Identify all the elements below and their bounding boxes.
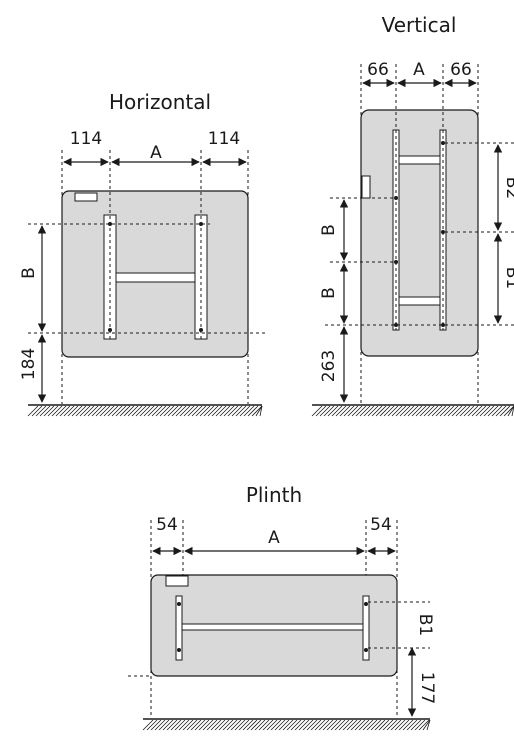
vertical-crossbar-bottom <box>398 296 441 306</box>
horizontal-dim-right: 114 <box>208 129 240 149</box>
horizontal-dim-b: B <box>19 267 39 279</box>
horizontal-title: Horizontal <box>109 90 211 114</box>
plinth-hole <box>177 602 181 606</box>
plinth-thermostat-box <box>165 575 189 587</box>
plinth-diagram: Plinth 54 A 54 B1 177 <box>128 483 437 731</box>
plinth-dim-b1: B1 <box>415 614 435 636</box>
vertical-dim-b-lower: B <box>319 287 339 299</box>
vertical-thermostat-box <box>361 175 371 199</box>
plinth-dim-floor: 177 <box>417 672 437 704</box>
vertical-dim-a: A <box>413 60 425 80</box>
plinth-crossbar <box>181 623 364 631</box>
plinth-dim-left: 54 <box>156 515 178 535</box>
plinth-title: Plinth <box>246 483 302 507</box>
plinth-floor <box>142 718 431 731</box>
vertical-dim-floor: 263 <box>319 350 339 382</box>
horizontal-crossbar <box>115 272 196 283</box>
horizontal-dim-a: A <box>150 143 162 163</box>
horizontal-dim-left: 114 <box>70 129 102 149</box>
horizontal-diagram: Horizontal 114 A 114 B 184 <box>19 90 265 417</box>
plinth-hole <box>177 648 181 652</box>
plinth-dim-right: 54 <box>370 515 392 535</box>
vertical-floor <box>311 404 514 417</box>
horizontal-dim-floor: 184 <box>19 348 39 380</box>
horizontal-thermostat-box <box>74 192 98 202</box>
plinth-hole <box>364 602 368 606</box>
vertical-crossbar-top <box>398 155 441 165</box>
plinth-hole <box>364 648 368 652</box>
horizontal-floor <box>27 404 263 417</box>
vertical-dim-left: 66 <box>367 60 389 80</box>
vertical-dim-right: 66 <box>450 60 472 80</box>
vertical-dim-b-upper: B <box>319 224 339 236</box>
vertical-dim-b2: B2 <box>502 177 514 199</box>
vertical-heater-body <box>360 109 479 357</box>
vertical-diagram: Vertical 66 A 66 B <box>311 13 514 417</box>
plinth-dim-a: A <box>268 528 280 548</box>
vertical-title: Vertical <box>382 13 457 37</box>
vertical-dim-b1: B1 <box>502 267 514 289</box>
